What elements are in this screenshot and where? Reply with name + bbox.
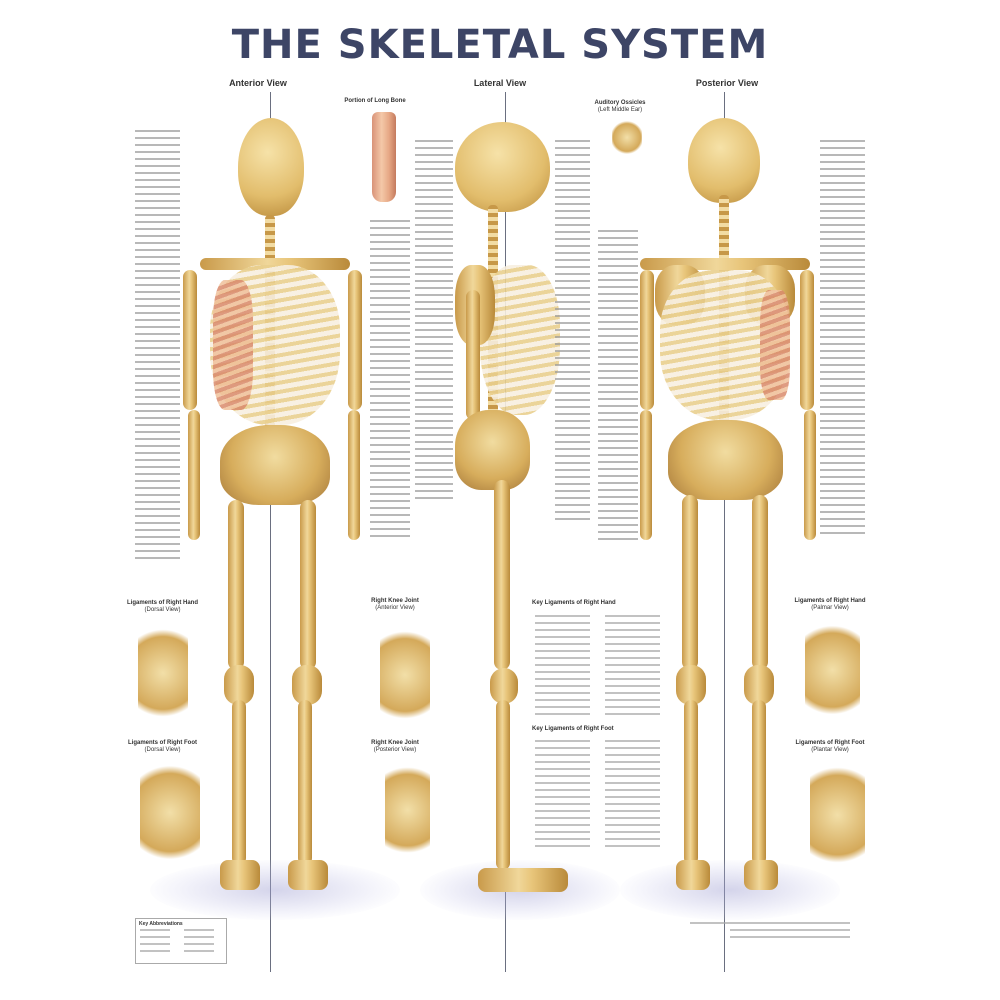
knee-posterior-sub: (Posterior View)	[373, 747, 417, 753]
anterior-left-tibia	[298, 700, 312, 865]
long-bone-heading: Portion of Long Bone	[344, 98, 406, 104]
posterior-back-muscle	[760, 290, 790, 400]
posterior-left-tibia	[752, 700, 766, 865]
foot-dorsal-title: Ligaments of Right Foot	[128, 740, 197, 746]
anterior-left-femur	[300, 500, 316, 670]
hand-dorsal-sub: (Dorsal View)	[144, 607, 181, 613]
posterior-midline	[724, 92, 725, 972]
lateral-tibia	[496, 700, 510, 870]
knee-anterior-sub: (Anterior View)	[375, 605, 415, 611]
hand-palmar-inset	[805, 615, 860, 725]
auditory-ossicles-inset	[612, 120, 642, 155]
anterior-pelvis	[220, 425, 330, 505]
knee-anterior-title: Right Knee Joint	[371, 598, 419, 604]
key-hand-list-2	[605, 615, 660, 720]
anterior-left-foot	[288, 860, 328, 890]
anterior-floor-shadow	[150, 860, 400, 920]
hand-palmar-title: Ligaments of Right Hand	[794, 598, 866, 604]
hand-dorsal-inset	[138, 618, 188, 728]
anterior-right-labels	[370, 220, 410, 542]
anterior-right-forearm	[188, 410, 200, 540]
key-abbreviations-box: Key Abbreviations	[135, 918, 227, 964]
lateral-humerus	[466, 290, 480, 420]
foot-plantar-heading: Ligaments of Right Foot (Plantar View)	[785, 740, 875, 754]
knee-anterior-heading: Right Knee Joint (Anterior View)	[360, 598, 430, 612]
posterior-left-knee	[744, 665, 774, 705]
foot-dorsal-inset	[140, 755, 200, 870]
abbrev-col-2	[184, 929, 214, 957]
anterior-clavicles	[200, 258, 350, 270]
anterior-right-knee	[224, 665, 254, 705]
lateral-pelvis	[455, 410, 530, 490]
posterior-right-femur	[682, 495, 698, 670]
posterior-skull	[688, 118, 760, 203]
posterior-left-forearm	[804, 410, 816, 540]
hand-dorsal-heading: Ligaments of Right Hand (Dorsal View)	[120, 600, 205, 614]
foot-plantar-inset	[810, 755, 865, 875]
auditory-ossicles-sub: (Left Middle Ear)	[597, 107, 643, 113]
posterior-pelvis	[668, 420, 783, 500]
hand-palmar-sub: (Palmar View)	[811, 605, 849, 611]
posterior-view-heading: Posterior View	[695, 78, 759, 88]
posterior-left-humerus	[800, 270, 814, 410]
anterior-right-humerus	[183, 270, 197, 410]
posterior-right-forearm	[640, 410, 652, 540]
key-foot-list-2	[605, 740, 660, 852]
lateral-femur	[494, 480, 510, 670]
posterior-right-labels	[820, 140, 865, 539]
lateral-right-labels	[555, 140, 590, 525]
anterior-intercostal-muscle	[213, 280, 253, 410]
foot-dorsal-sub: (Dorsal View)	[144, 747, 181, 753]
knee-anterior-inset	[380, 620, 430, 730]
anterior-right-tibia	[232, 700, 246, 865]
abbrev-col-1	[140, 929, 170, 957]
foot-plantar-title: Ligaments of Right Foot	[795, 740, 865, 746]
knee-posterior-heading: Right Knee Joint (Posterior View)	[360, 740, 430, 754]
lateral-foot	[478, 868, 568, 892]
knee-posterior-inset	[385, 755, 430, 865]
posterior-right-foot	[676, 860, 710, 890]
lateral-view-heading: Lateral View	[473, 78, 527, 88]
knee-posterior-title: Right Knee Joint	[371, 740, 419, 746]
hand-palmar-heading: Ligaments of Right Hand (Palmar View)	[785, 598, 875, 612]
auditory-ossicles-heading: Auditory Ossicles (Left Middle Ear)	[590, 100, 650, 114]
anterior-view-heading: Anterior View	[229, 78, 287, 88]
poster-title: THE SKELETAL SYSTEM	[231, 22, 769, 68]
posterior-right-knee	[676, 665, 706, 705]
publisher-footer	[690, 922, 860, 943]
key-foot-list-1	[535, 740, 590, 852]
anterior-right-femur	[228, 500, 244, 670]
anterior-midline	[270, 92, 271, 972]
foot-dorsal-heading: Ligaments of Right Foot (Dorsal View)	[120, 740, 205, 754]
key-foot-heading: Key Ligaments of Right Foot	[532, 726, 614, 732]
posterior-right-tibia	[684, 700, 698, 865]
posterior-left-foot	[744, 860, 778, 890]
key-abbreviations-heading: Key Abbreviations	[139, 921, 183, 927]
posterior-left-femur	[752, 495, 768, 670]
anterior-left-labels	[135, 130, 180, 564]
auditory-ossicles-title: Auditory Ossicles	[594, 100, 646, 106]
key-hand-heading: Key Ligaments of Right Hand	[532, 600, 616, 606]
anterior-right-foot	[220, 860, 260, 890]
long-bone-inset	[372, 112, 396, 202]
posterior-left-labels	[598, 230, 638, 545]
anterior-left-forearm	[348, 410, 360, 540]
anterior-left-knee	[292, 665, 322, 705]
key-hand-list-1	[535, 615, 590, 720]
foot-plantar-sub: (Plantar View)	[811, 747, 849, 753]
hand-dorsal-title: Ligaments of Right Hand	[127, 600, 198, 606]
anterior-skull	[238, 118, 304, 216]
posterior-right-humerus	[640, 270, 654, 410]
lateral-knee	[490, 668, 518, 704]
lateral-left-labels	[415, 140, 453, 504]
anterior-left-humerus	[348, 270, 362, 410]
lateral-skull	[455, 122, 550, 212]
posterior-floor-shadow	[620, 860, 840, 920]
